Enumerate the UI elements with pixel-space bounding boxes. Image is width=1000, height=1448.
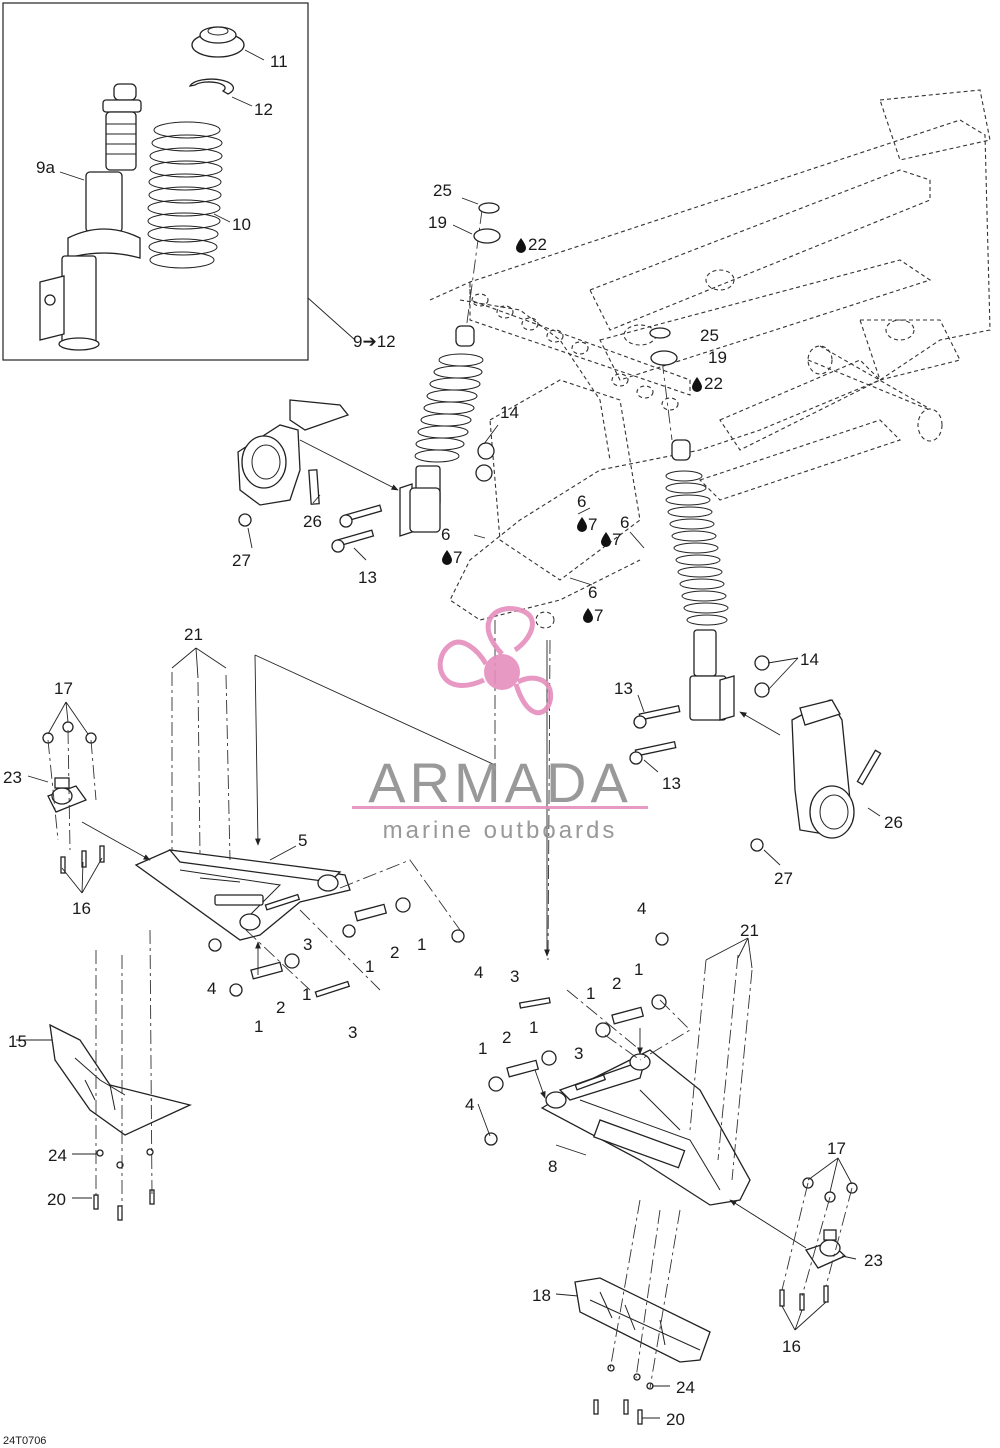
right-skid-plate-18 [574, 1277, 711, 1425]
callout-17a: 17 [54, 679, 73, 698]
figure-code: 24T0706 [3, 1435, 46, 1447]
callout-13b: 13 [614, 679, 633, 698]
callout-3e: 3 [574, 1044, 583, 1063]
callout-labels: 11 12 10 9a 9➔12 25 19 22 25 19 22 14 26… [3, 52, 903, 1447]
callout-26: 26 [303, 512, 322, 531]
callout-2a: 2 [390, 943, 399, 962]
left-ball-joint-23 [42, 721, 105, 874]
callout-24b: 24 [676, 1378, 695, 1397]
callout-14: 14 [500, 403, 519, 422]
oil-drop-icon [601, 532, 611, 547]
callout-1a: 1 [417, 935, 426, 954]
callout-6c: 6 [620, 513, 629, 532]
vehicle-frame [429, 89, 991, 629]
callout-23b: 23 [864, 1251, 883, 1270]
callout-2e: 2 [502, 1028, 511, 1047]
callout-1b: 1 [365, 957, 374, 976]
callout-17b: 17 [827, 1139, 846, 1158]
callout-9a: 9a [36, 158, 55, 177]
callout-7c: 7 [612, 530, 621, 549]
left-steering-knuckle [237, 399, 350, 527]
callout-14b: 14 [800, 650, 819, 669]
callout-7b: 7 [453, 548, 462, 567]
lubricant-drop-icons [442, 238, 702, 623]
callout-4a: 4 [207, 979, 216, 998]
oil-drop-icon [583, 608, 593, 623]
callout-13: 13 [358, 568, 377, 587]
callout-20b: 20 [666, 1410, 685, 1429]
left-skid-plate-15 [49, 1023, 192, 1221]
callout-18: 18 [532, 1286, 551, 1305]
callout-21b: 21 [740, 921, 759, 940]
callout-6a: 6 [577, 492, 586, 511]
watermark-tagline: marine outboards [383, 817, 618, 844]
callout-6b: 6 [441, 525, 450, 544]
callout-5: 5 [298, 831, 307, 850]
oil-drop-icon [516, 238, 526, 253]
callout-24a: 24 [48, 1146, 67, 1165]
callout-22: 22 [528, 235, 547, 254]
callout-12: 12 [254, 100, 273, 119]
shock-damper-9a [39, 83, 142, 351]
callout-6d: 6 [588, 583, 597, 602]
oil-drop-icon [577, 517, 587, 532]
callout-26b: 26 [884, 813, 903, 832]
callout-15: 15 [8, 1032, 27, 1051]
callout-22b: 22 [704, 374, 723, 393]
coil-spring-10 [147, 121, 223, 269]
callout-1g: 1 [478, 1039, 487, 1058]
right-a-arm-hardware [484, 932, 669, 1146]
callout-11: 11 [270, 52, 288, 71]
callout-leaders [16, 197, 881, 1419]
oil-drop-icon [692, 377, 702, 392]
right-ball-joint-23 [779, 1177, 858, 1311]
oil-drop-icon [442, 550, 452, 565]
propeller-icon [437, 606, 554, 716]
right-a-arm-8 [540, 1049, 751, 1206]
watermark-logo: ARMADA marine outboards [352, 606, 648, 844]
callout-3b: 3 [348, 1023, 357, 1042]
callout-21a: 21 [184, 625, 203, 644]
spring-seat-cap-11 [191, 26, 245, 58]
callout-2d: 2 [612, 974, 621, 993]
callout-13c: 13 [662, 774, 681, 793]
callout-25b: 25 [700, 326, 719, 345]
callout-2b: 2 [276, 998, 285, 1017]
watermark-brand: ARMADA [368, 751, 632, 814]
callout-16a: 16 [72, 899, 91, 918]
callout-1h: 1 [529, 1018, 538, 1037]
callout-8: 8 [548, 1157, 557, 1176]
callout-1d: 1 [254, 1017, 263, 1036]
shock-components-inset [2, 2, 309, 361]
callout-19: 19 [428, 213, 447, 232]
callout-1e: 1 [586, 984, 595, 1003]
right-shock-absorber [629, 327, 770, 765]
callout-25: 25 [433, 181, 452, 200]
right-steering-knuckle [750, 699, 882, 852]
callout-7d: 7 [594, 606, 603, 625]
retaining-clip-12 [188, 78, 235, 95]
assembly-arrows [81, 439, 807, 1249]
callout-4c: 4 [637, 899, 646, 918]
callout-9-to-12: 9➔12 [353, 332, 396, 351]
left-a-arm-5 [134, 849, 351, 941]
callout-23a: 23 [3, 768, 22, 787]
left-a-arm-hardware [208, 893, 465, 998]
callout-27b: 27 [774, 869, 793, 888]
callout-7a: 7 [588, 515, 597, 534]
callout-16b: 16 [782, 1337, 801, 1356]
left-shock-absorber [331, 202, 501, 553]
callout-4b: 4 [474, 963, 483, 982]
callout-10: 10 [232, 215, 251, 234]
callout-3a: 3 [303, 935, 312, 954]
callout-27: 27 [232, 551, 251, 570]
callout-4d: 4 [465, 1095, 474, 1114]
callout-1c: 1 [302, 985, 311, 1004]
callout-20a: 20 [47, 1190, 66, 1209]
callout-1f: 1 [634, 960, 643, 979]
callout-3d: 3 [510, 967, 519, 986]
callout-19b: 19 [708, 348, 727, 367]
